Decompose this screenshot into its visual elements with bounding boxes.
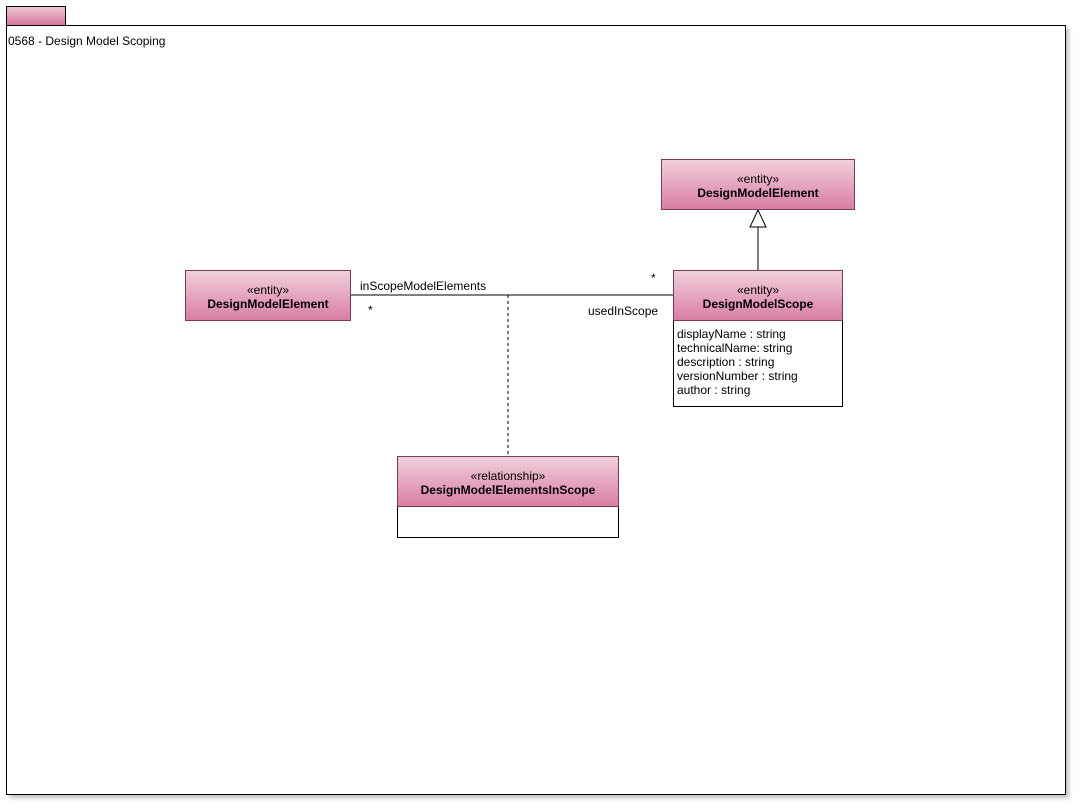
attribute: description : string <box>677 355 775 369</box>
attribute: versionNumber : string <box>677 369 798 383</box>
diagram-title: 0568 - Design Model Scoping <box>8 34 166 48</box>
attribute: author : string <box>677 383 751 397</box>
role-label-used-in-scope: usedInScope <box>588 304 659 318</box>
class-design-model-elements-in-scope[interactable]: «relationship» DesignModelElementsInScop… <box>397 456 619 507</box>
class-attributes-compartment[interactable] <box>397 507 619 538</box>
class-name: DesignModelScope <box>702 297 814 311</box>
class-name: DesignModelElementsInScope <box>420 483 596 497</box>
attribute: technicalName: string <box>677 341 793 355</box>
class-name: DesignModelElement <box>207 297 329 311</box>
class-stereotype: «relationship» <box>470 469 546 483</box>
class-design-model-element[interactable]: «entity» DesignModelElement <box>185 270 351 321</box>
frame-tab <box>6 6 66 25</box>
class-design-model-scope[interactable]: «entity» DesignModelScope <box>673 270 843 321</box>
multiplicity-left: * <box>368 303 373 317</box>
class-name: DesignModelElement <box>697 186 819 200</box>
diagram-frame <box>6 25 1066 795</box>
class-stereotype: «entity» <box>736 172 780 186</box>
class-stereotype: «entity» <box>246 283 290 297</box>
class-stereotype: «entity» <box>736 283 780 297</box>
class-attributes-compartment[interactable]: displayName : string technicalName: stri… <box>673 321 843 407</box>
generalization-arrowhead <box>749 208 767 228</box>
role-label-in-scope-model-elements: inScopeModelElements <box>360 279 487 293</box>
multiplicity-right: * <box>651 271 656 285</box>
class-design-model-element-parent[interactable]: «entity» DesignModelElement <box>661 159 855 210</box>
attribute: displayName : string <box>677 327 786 341</box>
